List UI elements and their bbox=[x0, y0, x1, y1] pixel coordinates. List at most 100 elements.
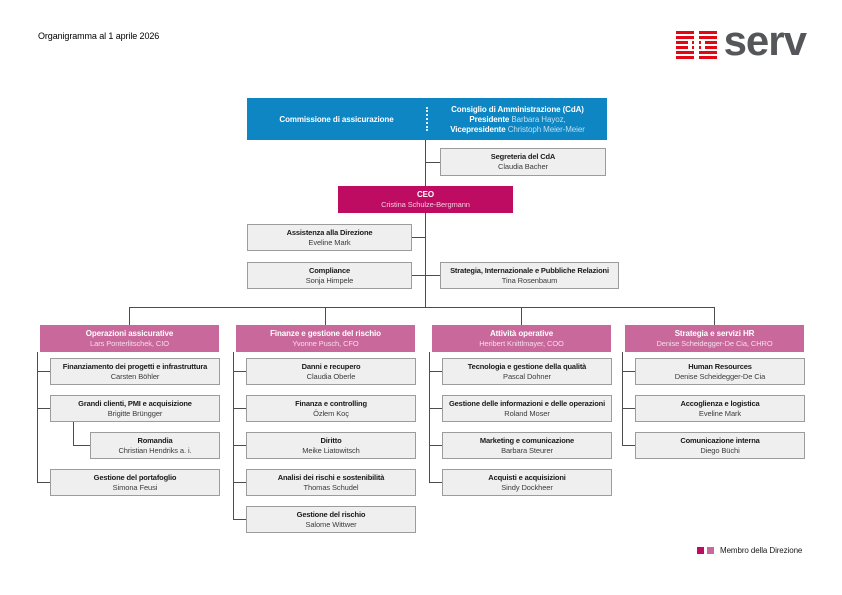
unit-title: Gestione del rischio bbox=[296, 509, 366, 519]
unit-connector bbox=[622, 371, 635, 372]
department-title: Attività operative bbox=[489, 328, 554, 338]
connector-center-vertical bbox=[425, 140, 426, 307]
unit-person-name: Özlem Koç bbox=[313, 408, 349, 418]
staff-name: Eveline Mark bbox=[308, 237, 351, 247]
unit-title: Finanza e controlling bbox=[295, 398, 367, 408]
unit-title: Grandi clienti, PMI e acquisizione bbox=[78, 398, 192, 408]
unit-title: Danni e recupero bbox=[301, 361, 361, 371]
unit-title: Gestione delle informazioni e delle oper… bbox=[448, 398, 606, 408]
cda-president-label: Presidente bbox=[469, 114, 510, 124]
secretary-name: Claudia Bacher bbox=[498, 162, 548, 171]
staff-name: Tina Rosenbaum bbox=[501, 275, 558, 285]
department-spine bbox=[233, 352, 234, 520]
unit-connector bbox=[37, 408, 50, 409]
unit-title: Diritto bbox=[320, 435, 342, 445]
connector-drop-dept-1 bbox=[129, 307, 130, 325]
secretary-title: Segreteria del CdA bbox=[490, 152, 556, 161]
unit-box: Gestione delle informazioni e delle oper… bbox=[442, 395, 612, 422]
staff-title: Assistenza alla Direzione bbox=[286, 227, 373, 237]
unit-person-name: Simona Feusi bbox=[112, 482, 158, 492]
unit-person-name: Christian Hendriks a. i. bbox=[118, 445, 192, 455]
unit-person-name: Denise Scheidegger-De Cia bbox=[674, 371, 766, 381]
unit-person-name: Pascal Dohner bbox=[503, 371, 551, 381]
legend-swatch-ceo bbox=[697, 547, 704, 554]
unit-person-name: Carsten Böhler bbox=[110, 371, 160, 381]
unit-person-name: Sindy Dockheer bbox=[501, 482, 553, 492]
unit-title: Human Resources bbox=[688, 361, 752, 371]
department-head-name: Lars Ponterlitschek, CIO bbox=[90, 338, 169, 348]
serv-logo-icon bbox=[675, 30, 717, 60]
department-spine bbox=[622, 352, 623, 446]
department-title: Strategia e servizi HR bbox=[674, 328, 755, 338]
connector-assistance bbox=[412, 237, 425, 238]
staff-box-compliance: Compliance Sonja Himpele bbox=[247, 262, 412, 289]
department-title: Finanze e gestione del rischio bbox=[270, 328, 381, 338]
connector-drop-dept-2 bbox=[325, 307, 326, 325]
unit-connector bbox=[233, 408, 246, 409]
connector-strategy bbox=[425, 275, 440, 276]
unit-sub-connector-horizontal bbox=[73, 445, 90, 446]
ceo-name: Cristina Schulze-Bergmann bbox=[381, 199, 470, 209]
staff-box-strategia: Strategia, Internazionale e Pubbliche Re… bbox=[440, 262, 619, 289]
unit-title: Marketing e comunicazione bbox=[479, 435, 575, 445]
staff-name: Sonja Himpele bbox=[305, 275, 354, 285]
unit-connector bbox=[429, 445, 442, 446]
department-title: Operazioni assicurative bbox=[85, 328, 174, 338]
unit-title: Finanziamento dei progetti e infrastrutt… bbox=[62, 361, 208, 371]
connector-drop-dept-3 bbox=[521, 307, 522, 325]
board-band: Commissione di assicurazione Consiglio d… bbox=[247, 98, 607, 140]
unit-person-name: Meike Liatowitsch bbox=[302, 445, 360, 455]
unit-title: Gestione del portafoglio bbox=[93, 472, 177, 482]
unit-connector bbox=[233, 482, 246, 483]
unit-title: Analisi dei rischi e sostenibilità bbox=[277, 472, 385, 482]
staff-box-assistenza: Assistenza alla Direzione Eveline Mark bbox=[247, 224, 412, 251]
unit-box: Finanziamento dei progetti e infrastrutt… bbox=[50, 358, 220, 385]
ceo-title: CEO bbox=[417, 189, 434, 199]
unit-connector bbox=[429, 482, 442, 483]
unit-person-name: Brigitte Brüngger bbox=[107, 408, 163, 418]
unit-connector bbox=[622, 408, 635, 409]
connector-secretary bbox=[425, 162, 440, 163]
cda-vicepresident-name: Christoph Meier-Meier bbox=[507, 124, 585, 134]
unit-person-name: Diego Büchi bbox=[700, 445, 740, 455]
board-divider-dotted bbox=[426, 107, 428, 131]
unit-title: Acquisti e acquisizioni bbox=[488, 472, 566, 482]
cda-president-name: Barbara Hayoz, bbox=[511, 114, 566, 124]
commission-box: Commissione di assicurazione bbox=[247, 98, 426, 140]
secretary-box: Segreteria del CdA Claudia Bacher bbox=[440, 148, 606, 176]
commission-title: Commissione di assicurazione bbox=[279, 114, 394, 124]
unit-sub-connector-vertical bbox=[73, 422, 74, 446]
legend-label: Membro della Direzione bbox=[720, 546, 803, 555]
page-title: Organigramma al 1 aprile 2026 bbox=[38, 31, 160, 41]
unit-connector bbox=[622, 445, 635, 446]
unit-connector bbox=[429, 371, 442, 372]
unit-connector bbox=[233, 519, 246, 520]
logo-stripes-left-icon bbox=[675, 30, 694, 60]
department-head-name: Yvonne Pusch, CFO bbox=[292, 338, 359, 348]
unit-title: Accoglienza e logistica bbox=[680, 398, 760, 408]
unit-person-name: Eveline Mark bbox=[698, 408, 742, 418]
department-spine bbox=[37, 352, 38, 483]
unit-connector bbox=[429, 408, 442, 409]
legend-swatch-dept bbox=[707, 547, 714, 554]
unit-title: Romandia bbox=[137, 435, 173, 445]
cda-vicepresident-line: Vicepresidente Christoph Meier-Meier bbox=[428, 125, 607, 135]
unit-connector bbox=[233, 371, 246, 372]
unit-person-name: Roland Moser bbox=[504, 408, 550, 418]
connector-drop-dept-4 bbox=[714, 307, 715, 325]
staff-title: Strategia, Internazionale e Pubbliche Re… bbox=[450, 265, 609, 275]
unit-connector bbox=[233, 445, 246, 446]
